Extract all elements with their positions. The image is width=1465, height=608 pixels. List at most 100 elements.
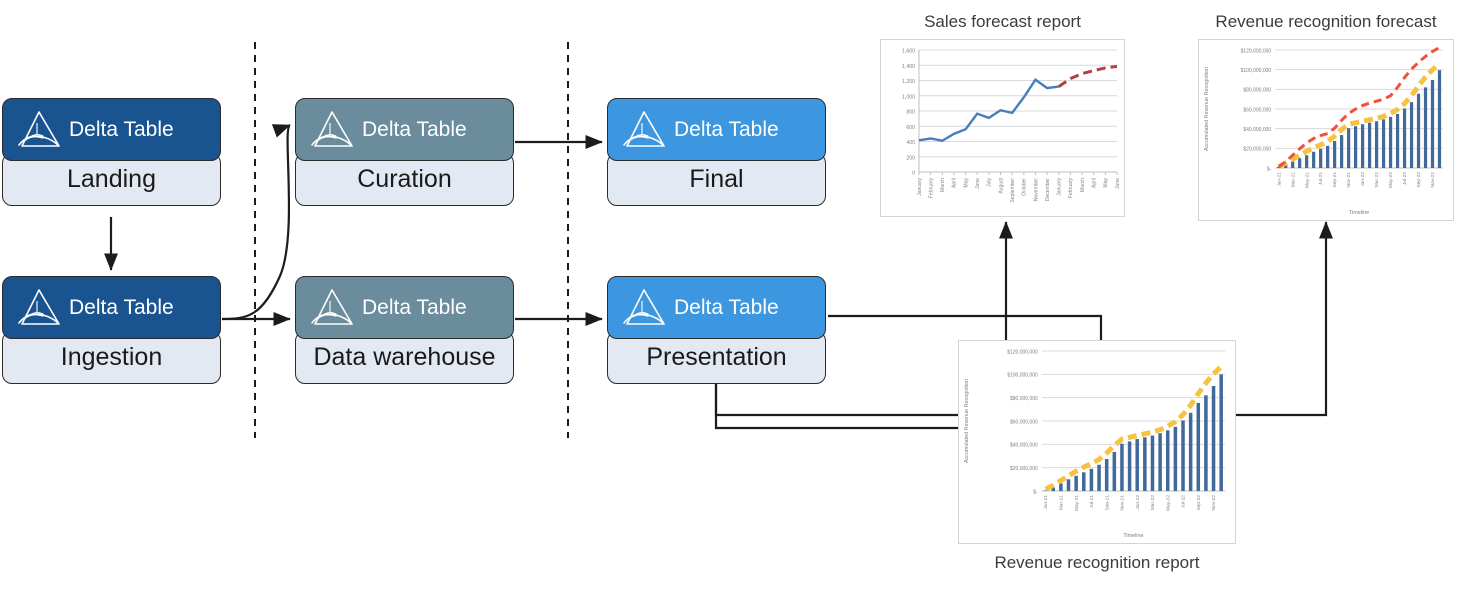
svg-text:May-21: May-21 bbox=[1304, 172, 1310, 188]
svg-text:Accumulated Revenue Recognitio: Accumulated Revenue Recognition bbox=[1204, 67, 1210, 151]
svg-text:$40,000,000: $40,000,000 bbox=[1243, 127, 1271, 133]
svg-text:Jan-21: Jan-21 bbox=[1276, 172, 1282, 187]
node-final-body: Final bbox=[607, 153, 826, 206]
node-ingestion-header: Delta Table bbox=[2, 276, 221, 339]
svg-text:$60,000,000: $60,000,000 bbox=[1010, 419, 1038, 425]
svg-text:March: March bbox=[1080, 178, 1086, 192]
svg-text:Jan-22: Jan-22 bbox=[1360, 172, 1366, 187]
node-presentation-head-label: Delta Table bbox=[674, 296, 779, 319]
svg-text:Mar-21: Mar-21 bbox=[1058, 495, 1064, 511]
svg-text:Sep-22: Sep-22 bbox=[1196, 495, 1202, 511]
chart-revenue-recognition-forecast[interactable]: Revenue recognition forecast $- $20,000,0… bbox=[1198, 12, 1454, 222]
svg-text:Nov-21: Nov-21 bbox=[1120, 495, 1126, 511]
chart-sales-forecast-title: Sales forecast report bbox=[924, 12, 1081, 31]
svg-text:400: 400 bbox=[906, 140, 915, 146]
svg-text:$100,000,000: $100,000,000 bbox=[1241, 68, 1272, 74]
node-data-warehouse-body-label: Data warehouse bbox=[313, 343, 496, 371]
delta-lake-logo-icon bbox=[18, 288, 60, 325]
node-curation-body-label: Curation bbox=[357, 165, 452, 193]
svg-text:Jul-22: Jul-22 bbox=[1181, 495, 1187, 508]
node-ingestion-head-label: Delta Table bbox=[69, 296, 174, 319]
chart-revenue-recognition-forecast-title: Revenue recognition forecast bbox=[1215, 12, 1437, 31]
svg-text:$-: $- bbox=[1033, 489, 1038, 495]
node-data-warehouse-head-label: Delta Table bbox=[362, 296, 467, 319]
svg-text:Mar-21: Mar-21 bbox=[1290, 172, 1296, 188]
delta-lake-logo-icon bbox=[623, 110, 665, 147]
node-landing[interactable]: Delta Table Landing bbox=[2, 98, 221, 206]
svg-text:Jul-21: Jul-21 bbox=[1089, 495, 1095, 508]
svg-text:0: 0 bbox=[912, 171, 915, 177]
chart-revenue-recognition-report-title: Revenue recognition report bbox=[994, 553, 1200, 572]
svg-text:Mar-22: Mar-22 bbox=[1374, 172, 1380, 188]
chart-revenue-recognition-forecast-plot: $- $20,000,000 $40,000,000 $60,000,000 $80,0… bbox=[1204, 46, 1443, 216]
svg-text:October: October bbox=[1022, 178, 1028, 196]
node-final-body-label: Final bbox=[689, 165, 744, 193]
node-curation[interactable]: Delta Table Curation bbox=[295, 98, 514, 206]
svg-text:July: July bbox=[987, 178, 993, 187]
chart-revenue-recognition-report[interactable]: $-$20,000,000$40,000,000$60,000,000$80,0… bbox=[958, 340, 1236, 573]
svg-text:Jan-21: Jan-21 bbox=[1043, 495, 1049, 510]
svg-text:March: March bbox=[940, 178, 946, 192]
chart-revenue-recognition-report-plot: $-$20,000,000$40,000,000$60,000,000$80,0… bbox=[964, 349, 1225, 539]
node-final-head-label: Delta Table bbox=[674, 118, 779, 141]
connector-ingestion-to-curation bbox=[221, 123, 292, 321]
chart-revenue-recognition-report-frame: $-$20,000,000$40,000,000$60,000,000$80,0… bbox=[958, 340, 1236, 544]
svg-text:December: December bbox=[1045, 178, 1051, 201]
svg-text:August: August bbox=[998, 178, 1004, 194]
node-ingestion[interactable]: Delta Table Ingestion bbox=[2, 276, 221, 384]
svg-text:1,600: 1,600 bbox=[902, 49, 915, 55]
svg-text:1,000: 1,000 bbox=[902, 95, 915, 101]
node-curation-body: Curation bbox=[295, 153, 514, 206]
node-landing-header: Delta Table bbox=[2, 98, 221, 161]
delta-lake-logo-icon bbox=[623, 288, 665, 325]
svg-text:200: 200 bbox=[906, 156, 915, 162]
svg-text:Timeline: Timeline bbox=[1123, 533, 1143, 539]
svg-text:February: February bbox=[928, 178, 934, 199]
node-final-header: Delta Table bbox=[607, 98, 826, 161]
node-data-warehouse-body: Data warehouse bbox=[295, 331, 514, 384]
chart-revenue-recognition-forecast-frame: $- $20,000,000 $40,000,000 $60,000,000 $80,0… bbox=[1198, 39, 1454, 222]
node-presentation-header: Delta Table bbox=[607, 276, 826, 339]
svg-text:$80,000,000: $80,000,000 bbox=[1010, 396, 1038, 402]
svg-text:Jul-21: Jul-21 bbox=[1318, 172, 1324, 185]
svg-text:May: May bbox=[1103, 178, 1109, 188]
svg-text:Nov-22: Nov-22 bbox=[1211, 495, 1217, 511]
delta-lake-logo-icon bbox=[311, 288, 353, 325]
svg-text:600: 600 bbox=[906, 125, 915, 131]
svg-text:February: February bbox=[1068, 178, 1074, 199]
node-curation-head-label: Delta Table bbox=[362, 118, 467, 141]
node-landing-body-label: Landing bbox=[67, 165, 156, 193]
node-presentation[interactable]: Delta Table Presentation bbox=[607, 276, 826, 384]
svg-text:$40,000,000: $40,000,000 bbox=[1010, 443, 1038, 449]
svg-text:May-22: May-22 bbox=[1388, 172, 1394, 188]
node-final[interactable]: Delta Table Final bbox=[607, 98, 826, 206]
svg-text:$-: $- bbox=[1267, 167, 1272, 173]
svg-text:May-21: May-21 bbox=[1074, 495, 1080, 511]
svg-text:January: January bbox=[1057, 178, 1063, 196]
svg-text:$60,000,000: $60,000,000 bbox=[1243, 108, 1271, 114]
node-presentation-body-label: Presentation bbox=[646, 343, 787, 371]
svg-text:$80,000,000: $80,000,000 bbox=[1243, 88, 1271, 94]
node-ingestion-body: Ingestion bbox=[2, 331, 221, 384]
node-landing-head-label: Delta Table bbox=[69, 118, 174, 141]
svg-text:$120,000,000: $120,000,000 bbox=[1241, 49, 1272, 55]
node-data-warehouse[interactable]: Delta Table Data warehouse bbox=[295, 276, 514, 384]
svg-text:Jul-22: Jul-22 bbox=[1402, 172, 1408, 185]
node-landing-body: Landing bbox=[2, 153, 221, 206]
svg-text:June: June bbox=[1115, 178, 1121, 189]
svg-text:$100,000,000: $100,000,000 bbox=[1007, 373, 1038, 379]
svg-text:April: April bbox=[1092, 178, 1098, 188]
svg-text:Sep-21: Sep-21 bbox=[1332, 172, 1338, 188]
svg-text:Timeline: Timeline bbox=[1349, 210, 1369, 216]
node-ingestion-body-label: Ingestion bbox=[60, 343, 163, 371]
svg-text:May-22: May-22 bbox=[1165, 495, 1171, 511]
svg-text:Sep-22: Sep-22 bbox=[1416, 172, 1422, 188]
svg-text:November: November bbox=[1033, 178, 1039, 201]
svg-text:June: June bbox=[975, 178, 981, 189]
svg-text:1,400: 1,400 bbox=[902, 64, 915, 70]
svg-text:$20,000,000: $20,000,000 bbox=[1243, 147, 1271, 153]
svg-text:1,200: 1,200 bbox=[902, 79, 915, 85]
